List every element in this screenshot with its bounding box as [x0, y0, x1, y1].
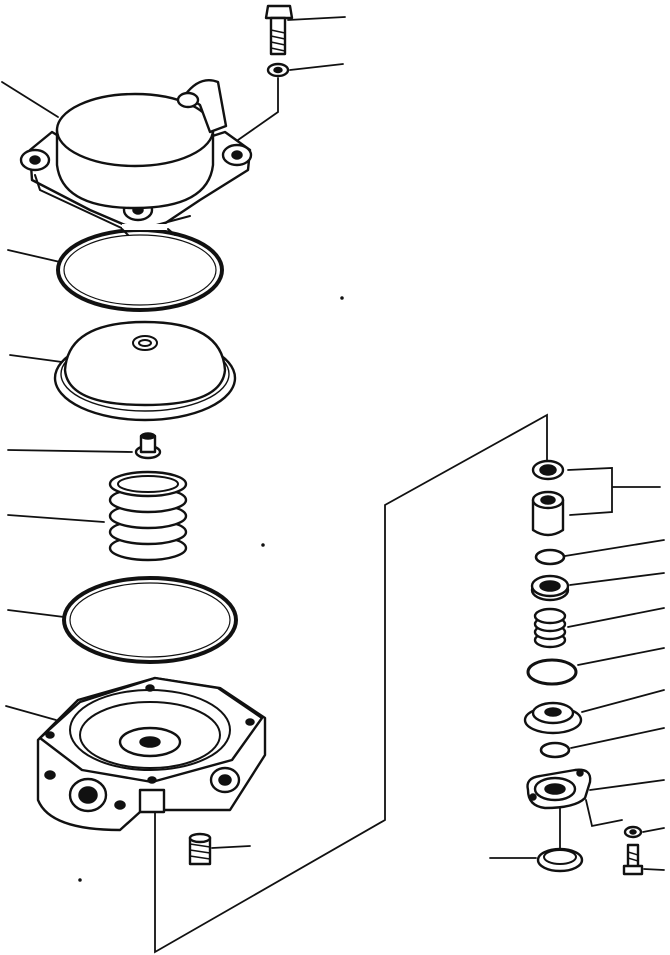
leader-small-spring — [568, 608, 664, 627]
speck — [79, 879, 81, 881]
o-ring-small-1 — [536, 550, 564, 564]
leader-flange-cover — [590, 780, 664, 790]
leader-washer-to-cover — [238, 78, 278, 140]
speck — [341, 297, 343, 299]
leader-small-valve — [8, 450, 132, 452]
leader-bolt — [288, 17, 345, 20]
washer-small — [625, 827, 641, 837]
leader-o-ring-small-3 — [571, 728, 664, 748]
leader-diaphragm — [10, 355, 62, 362]
bolt-top — [266, 6, 292, 54]
leader-bracket-upper — [568, 468, 660, 515]
seal-cap — [533, 461, 563, 479]
leader-plug — [212, 846, 250, 848]
leader-washer — [290, 64, 343, 70]
leader-valve-seat — [582, 690, 664, 712]
leader-o-ring-lower — [8, 610, 64, 617]
top-cover — [21, 80, 251, 232]
flange-cover — [528, 770, 591, 808]
leader-o-ring-small-1 — [565, 540, 664, 556]
assembly-link-line — [155, 415, 547, 952]
leader-spring — [8, 515, 104, 522]
small-spring — [535, 609, 565, 647]
leader-bolt-small — [644, 869, 664, 870]
leader-disc — [490, 808, 560, 858]
diaphragm — [55, 322, 235, 420]
leader-valve-body — [6, 706, 56, 720]
washer-top — [268, 64, 288, 76]
small-valve — [136, 433, 160, 458]
leader-o-ring-upper — [8, 250, 60, 262]
o-ring-upper — [58, 227, 222, 310]
leader-washer-small — [586, 800, 664, 832]
sleeve — [533, 492, 563, 535]
speck — [262, 544, 264, 546]
plug — [190, 834, 210, 864]
spring — [110, 472, 186, 560]
leader-cover — [2, 82, 58, 117]
o-ring-small-3 — [541, 743, 569, 757]
retainer — [532, 576, 568, 600]
o-ring-small-2 — [528, 660, 576, 684]
disc — [538, 849, 582, 871]
bolt-small — [624, 845, 642, 874]
o-ring-lower — [64, 578, 236, 662]
valve-body — [38, 678, 265, 830]
leader-retainer — [570, 573, 664, 585]
valve-seat — [525, 703, 581, 733]
leader-o-ring-small-2 — [578, 648, 664, 665]
